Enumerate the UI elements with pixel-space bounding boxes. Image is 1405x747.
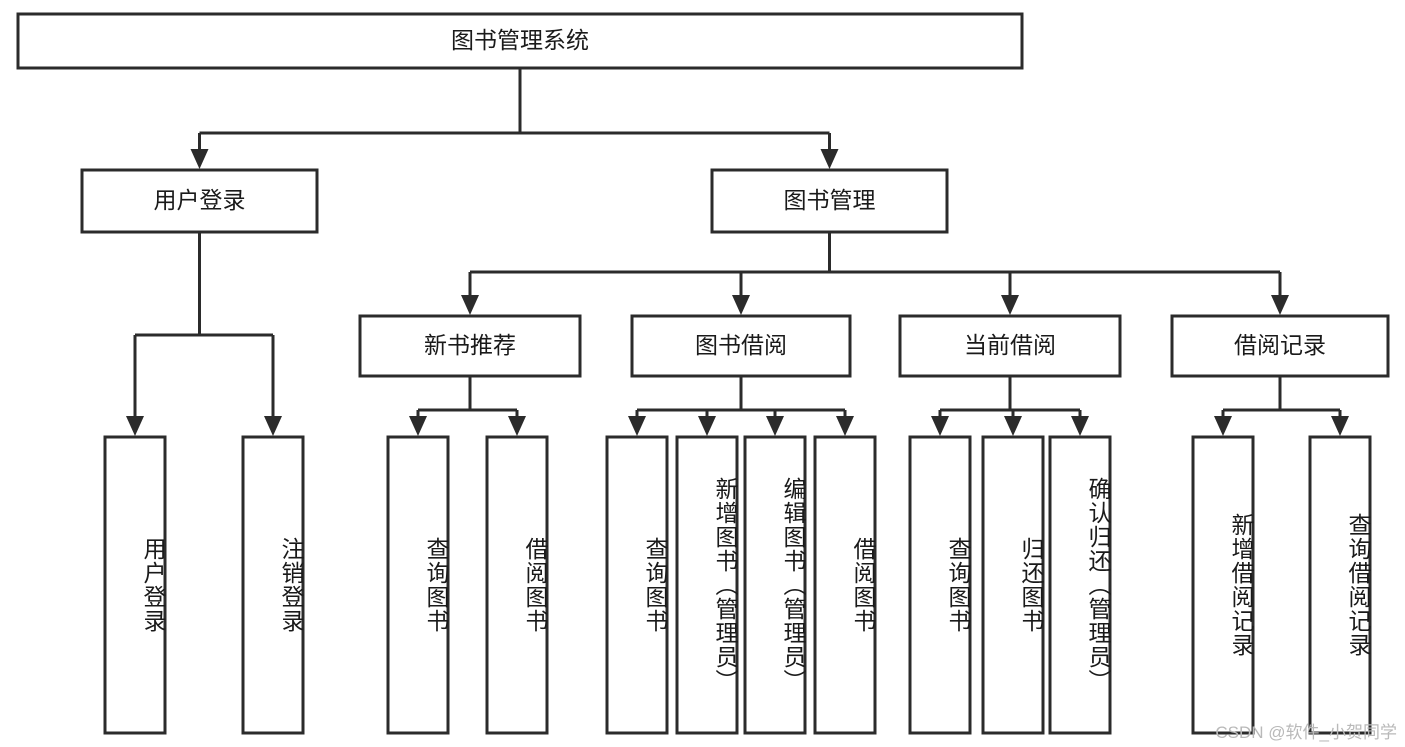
connectors-layer [126, 68, 1349, 436]
arrow-head-icon [766, 416, 784, 436]
node-box-leaf-confirm-return[interactable] [1048, 435, 1112, 735]
node-box-book-borrow[interactable] [630, 314, 852, 378]
arrow-head-icon [264, 416, 282, 436]
arrow-head-icon [409, 416, 427, 436]
node-box-leaf-query-book-2[interactable] [605, 435, 669, 735]
node-box-current-borrow[interactable] [898, 314, 1122, 378]
arrow-head-icon [1214, 416, 1232, 436]
arrow-head-icon [698, 416, 716, 436]
node-box-leaf-add-record[interactable] [1191, 435, 1255, 735]
arrow-head-icon [1004, 416, 1022, 436]
node-box-leaf-borrow-book-1[interactable] [485, 435, 549, 735]
node-label-borrow-record: 借阅记录 [1234, 332, 1326, 358]
arrow-head-icon [1271, 295, 1289, 315]
arrow-head-icon [836, 416, 854, 436]
arrow-head-icon [1001, 295, 1019, 315]
node-box-leaf-return-book[interactable] [981, 435, 1045, 735]
watermark-text: CSDN @软件_小贺同学 [1215, 723, 1397, 742]
arrow-head-icon [628, 416, 646, 436]
node-box-leaf-query-book-3[interactable] [908, 435, 972, 735]
node-box-leaf-query-book-1[interactable] [386, 435, 450, 735]
node-label-root: 图书管理系统 [451, 27, 589, 53]
node-label-book-manage: 图书管理 [784, 187, 876, 213]
arrow-head-icon [508, 416, 526, 436]
node-box-user-login[interactable] [80, 168, 319, 234]
arrow-head-icon [931, 416, 949, 436]
arrow-head-icon [1331, 416, 1349, 436]
node-box-leaf-add-book[interactable] [675, 435, 739, 735]
arrow-head-icon [1071, 416, 1089, 436]
arrow-head-icon [732, 295, 750, 315]
node-box-leaf-query-record[interactable] [1308, 435, 1372, 735]
node-box-borrow-record[interactable] [1170, 314, 1390, 378]
boxes-layer [16, 12, 1390, 735]
node-box-root[interactable] [16, 12, 1024, 70]
node-box-leaf-borrow-book-2[interactable] [813, 435, 877, 735]
node-box-new-book-rec[interactable] [358, 314, 582, 378]
node-box-leaf-edit-book[interactable] [743, 435, 807, 735]
node-label-new-book-rec: 新书推荐 [424, 332, 516, 358]
arrow-head-icon [820, 149, 839, 169]
node-box-leaf-user-logout[interactable] [241, 435, 305, 735]
arrow-head-icon [126, 416, 144, 436]
arrow-head-icon [190, 149, 209, 169]
node-label-user-login: 用户登录 [154, 187, 246, 213]
node-box-book-manage[interactable] [710, 168, 949, 234]
node-label-book-borrow: 图书借阅 [695, 332, 787, 358]
node-label-current-borrow: 当前借阅 [964, 332, 1056, 358]
node-box-leaf-user-login[interactable] [103, 435, 167, 735]
arrow-head-icon [461, 295, 479, 315]
